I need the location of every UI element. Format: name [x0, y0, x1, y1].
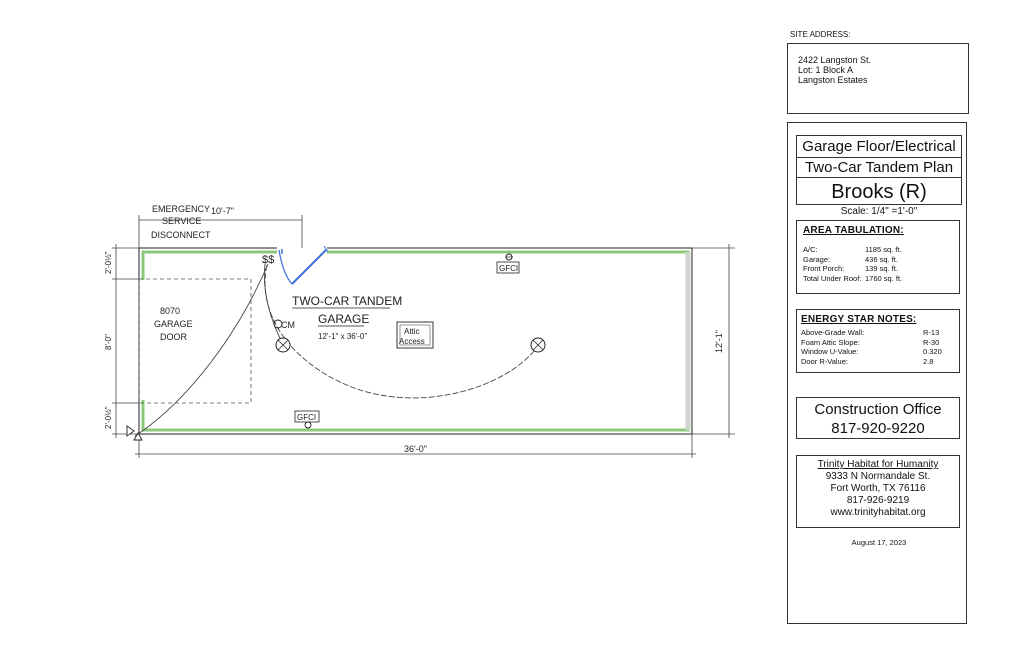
garage-door-label-2: GARAGE: [154, 319, 193, 329]
dimension-left: [112, 244, 139, 438]
construction-office-phone: 817-920-9220: [831, 420, 925, 437]
gfci-top-label: GFCI: [499, 264, 518, 273]
plan-name: Brooks (R): [796, 177, 962, 205]
organization-name: Trinity Habitat for Humanity: [817, 459, 939, 470]
area-key: Garage:: [803, 254, 831, 264]
entry-door: [277, 244, 329, 285]
area-tabulation-heading: AREA TABULATION:: [803, 225, 904, 236]
energy-star-heading: ENERGY STAR NOTES:: [801, 314, 917, 325]
cm-label: CM: [281, 320, 295, 330]
emergency-label-3: DISCONNECT: [151, 230, 211, 240]
construction-office-title: Construction Office: [814, 401, 942, 418]
organization-box: Trinity Habitat for Humanity 9333 N Norm…: [796, 455, 960, 528]
sheet-title-1: Garage Floor/Electrical: [796, 135, 962, 157]
construction-office-box: Construction Office 817-920-9220: [796, 397, 960, 439]
area-row: Total Under Roof:1760 sq. ft.: [803, 274, 953, 284]
attic-label-2: Access: [399, 337, 425, 346]
garage-walls: [138, 247, 693, 435]
site-address-line-1: 2422 Langston St.: [798, 55, 872, 65]
dimension-left-mid: 8'-0": [104, 334, 113, 350]
dimension-top: 10'-7": [211, 206, 234, 216]
dimension-left-top: 2'-0½": [104, 251, 113, 274]
area-row: Front Porch: 139 sq. ft.: [803, 264, 953, 274]
organization-address-2: Fort Worth, TX 76116: [830, 483, 926, 494]
area-tabulation-box: AREA TABULATION: A/C: 1185 sq. ft. Garage…: [796, 220, 960, 294]
energy-value: 2.8: [923, 356, 934, 366]
garage-door-label-1: 8070: [160, 306, 180, 316]
switch-symbol: $$: [262, 254, 274, 266]
area-value: 436 sq. ft.: [865, 254, 898, 264]
energy-star-notes-box: ENERGY STAR NOTES: Above-Grade Wall: R-13…: [796, 309, 960, 373]
emergency-disconnect: EMERGENCY SERVICE DISCONNECT 10'-7": [138, 204, 303, 248]
emergency-label-2: SERVICE: [162, 216, 201, 226]
energy-key: Above-Grade Wall:: [801, 328, 865, 337]
energy-row: Foam Attic Slope: R-30: [801, 338, 955, 348]
energy-row: Door R-Value: 2.8: [801, 357, 955, 367]
dimension-left-bottom: 2'-0½": [104, 406, 113, 429]
energy-row: Window U-Value: 0.320: [801, 347, 955, 357]
dimension-right: [692, 244, 735, 438]
light-fixture-right: [530, 337, 546, 353]
gfci-bottom-label: GFCI: [297, 413, 316, 422]
area-value: 1760 sq. ft.: [865, 273, 903, 283]
energy-key: Window U-Value:: [801, 347, 859, 356]
drawing-date: August 17, 2023: [851, 538, 907, 547]
title-block: [787, 122, 967, 624]
energy-value: R-13: [923, 328, 940, 337]
attic-access: Attic Access: [396, 321, 434, 349]
area-value: 139 sq. ft.: [865, 264, 898, 273]
organization-address-1: 9333 N Normandale St.: [825, 471, 931, 482]
energy-value: R-30: [923, 337, 940, 347]
area-row: A/C: 1185 sq. ft.: [803, 245, 953, 255]
room-name-1: TWO-CAR TANDEM: [292, 294, 402, 308]
room-size: 12'-1" x 36'-0": [318, 332, 367, 341]
energy-value: 0.320: [923, 347, 942, 356]
site-address-line-2: Lot: 1 Block A: [798, 65, 854, 75]
gfci-outlet-bottom: GFCI: [294, 410, 320, 429]
light-fixture-left: [275, 337, 291, 353]
gfci-outlet-top: GFCI: [496, 253, 520, 274]
area-key: Total Under Roof:: [803, 273, 862, 283]
area-key: A/C:: [803, 245, 818, 254]
area-key: Front Porch:: [803, 264, 845, 273]
carbon-monoxide-detector: CM: [273, 319, 295, 330]
sheet-title-2: Two-Car Tandem Plan: [796, 157, 962, 177]
switch-wiring: [134, 263, 539, 437]
room-label: TWO-CAR TANDEM GARAGE 12'-1" x 36'-0": [292, 294, 402, 341]
area-value: 1185 sq. ft.: [865, 245, 902, 254]
room-name-2: GARAGE: [318, 312, 369, 326]
organization-phone: 817-926-9219: [846, 495, 910, 506]
garage-floor-plan: 8070 GARAGE DOOR EMERGENCY SERVICE DISCO…: [104, 204, 735, 458]
garage-door-label-3: DOOR: [160, 332, 188, 342]
organization-website[interactable]: www.trinityhabitat.org: [830, 507, 926, 518]
dimension-right-label: 12'-1": [714, 330, 724, 353]
energy-key: Foam Attic Slope:: [801, 337, 860, 347]
area-row: Garage: 436 sq. ft.: [803, 255, 953, 265]
attic-label-1: Attic: [404, 327, 420, 336]
site-address-line-3: Langston Estates: [798, 75, 868, 85]
dimension-bottom-label: 36'-0": [404, 444, 427, 454]
energy-row: Above-Grade Wall: R-13: [801, 328, 955, 338]
emergency-label-1: EMERGENCY: [152, 204, 210, 214]
site-address-box: 2422 Langston St. Lot: 1 Block A Langsto…: [787, 43, 969, 114]
garage-door: 8070 GARAGE DOOR: [136, 278, 252, 404]
drawing-scale: Scale: 1/4" =1'-0": [840, 206, 918, 217]
energy-key: Door R-Value:: [801, 356, 848, 366]
site-address-label: SITE ADDRESS:: [790, 30, 851, 39]
corner-markers: [126, 425, 143, 441]
